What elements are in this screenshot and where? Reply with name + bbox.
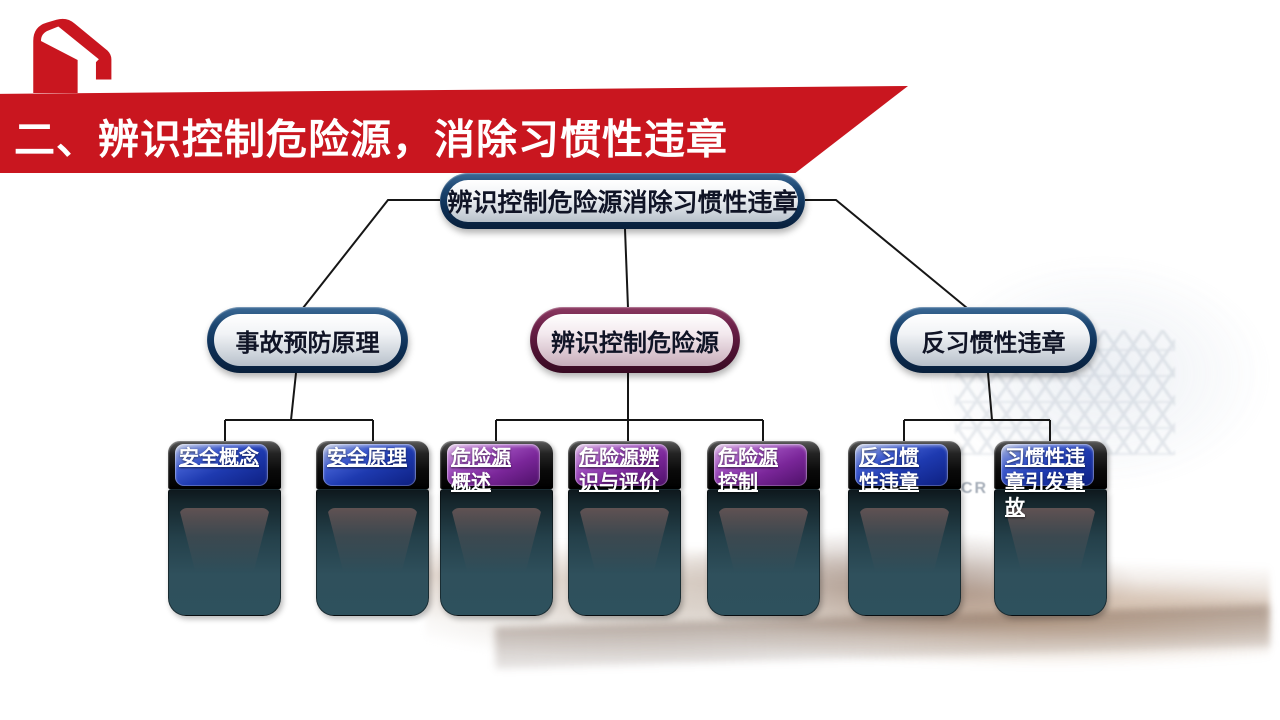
card-label-line: 危险源辨 — [579, 447, 659, 469]
card-label-line: 概述 — [451, 472, 491, 494]
card-label: 危险源辨 识与评价 — [579, 446, 679, 496]
card-body — [994, 489, 1107, 616]
card-plate — [855, 444, 948, 486]
card-label-line: 安全概念 — [179, 447, 259, 469]
branch-node-face: 反习惯性违章 — [897, 314, 1090, 366]
card-inset-shine — [327, 508, 418, 572]
branch-node-label: 辨识控制危险源 — [551, 329, 719, 357]
card-label: 安全原理 — [327, 446, 427, 471]
leaf-card-5: 危险源 控制 — [707, 441, 820, 616]
root-node: 辨识控制危险源消除习惯性违章 — [440, 173, 805, 229]
card-body — [168, 489, 281, 616]
card-plate — [175, 444, 268, 486]
card-header — [316, 441, 429, 489]
title-banner: 二、辨识控制危险源，消除习惯性违章 — [0, 86, 908, 173]
card-label-line: 反习惯 — [859, 447, 919, 469]
card-label-line: 习惯性违 — [1005, 447, 1085, 469]
card-body — [440, 489, 553, 616]
card-label: 反习惯 性违章 — [859, 446, 959, 496]
card-inset-shine — [718, 508, 809, 572]
card-label-line: 安全原理 — [327, 447, 407, 469]
card-label: 危险源 概述 — [451, 446, 551, 496]
card-header — [994, 441, 1107, 489]
card-header — [168, 441, 281, 489]
book-logo-icon — [33, 18, 112, 94]
card-header — [848, 441, 961, 489]
card-inset-shine — [1005, 508, 1096, 572]
leaf-card-1: 安全概念 — [168, 441, 281, 616]
card-label-line: 危险源 — [451, 447, 511, 469]
branch-node-label: 事故预防原理 — [235, 329, 380, 357]
background-watermark-text: CR — [961, 480, 989, 497]
card-inset-shine — [451, 508, 542, 572]
branch-node-face: 事故预防原理 — [214, 314, 401, 366]
card-plate — [1001, 444, 1094, 486]
leaf-card-6: 反习惯 性违章 — [848, 441, 961, 616]
card-label-line: 章引发事 — [1005, 472, 1085, 494]
card-plate — [323, 444, 416, 486]
leaf-card-3: 危险源 概述 — [440, 441, 553, 616]
root-node-face: 辨识控制危险源消除习惯性违章 — [447, 180, 798, 222]
card-label: 危险源 控制 — [718, 446, 818, 496]
branch-node-anti-habitual-violation: 反习惯性违章 — [890, 307, 1097, 373]
leaf-card-2: 安全原理 — [316, 441, 429, 616]
card-plate — [447, 444, 540, 486]
branch-node-label: 反习惯性违章 — [921, 329, 1066, 357]
card-label-line: 危险源 — [718, 447, 778, 469]
card-plate — [575, 444, 668, 486]
card-label-line: 控制 — [718, 472, 758, 494]
leaf-card-7: 习惯性违 章引发事 故 — [994, 441, 1107, 616]
page-title: 二、辨识控制危险源，消除习惯性违章 — [14, 115, 728, 162]
card-label: 习惯性违 章引发事 故 — [1005, 446, 1105, 521]
card-body — [707, 489, 820, 616]
leaf-card-4: 危险源辨 识与评价 — [568, 441, 681, 616]
card-header — [440, 441, 553, 489]
branch-node-face: 辨识控制危险源 — [537, 314, 733, 366]
card-label-line: 识与评价 — [579, 472, 659, 494]
root-node-label: 辨识控制危险源消除习惯性违章 — [447, 189, 798, 217]
card-label-line: 性违章 — [859, 472, 919, 494]
branch-node-hazard-control: 辨识控制危险源 — [530, 307, 740, 373]
card-body — [568, 489, 681, 616]
card-header — [707, 441, 820, 489]
card-label: 安全概念 — [179, 446, 279, 471]
card-body — [848, 489, 961, 616]
card-inset-shine — [179, 508, 270, 572]
card-inset-shine — [859, 508, 950, 572]
card-plate — [714, 444, 807, 486]
card-inset-shine — [579, 508, 670, 572]
card-body — [316, 489, 429, 616]
card-label-line: 故 — [1005, 497, 1025, 519]
branch-node-accident-prevention: 事故预防原理 — [207, 307, 408, 373]
card-header — [568, 441, 681, 489]
